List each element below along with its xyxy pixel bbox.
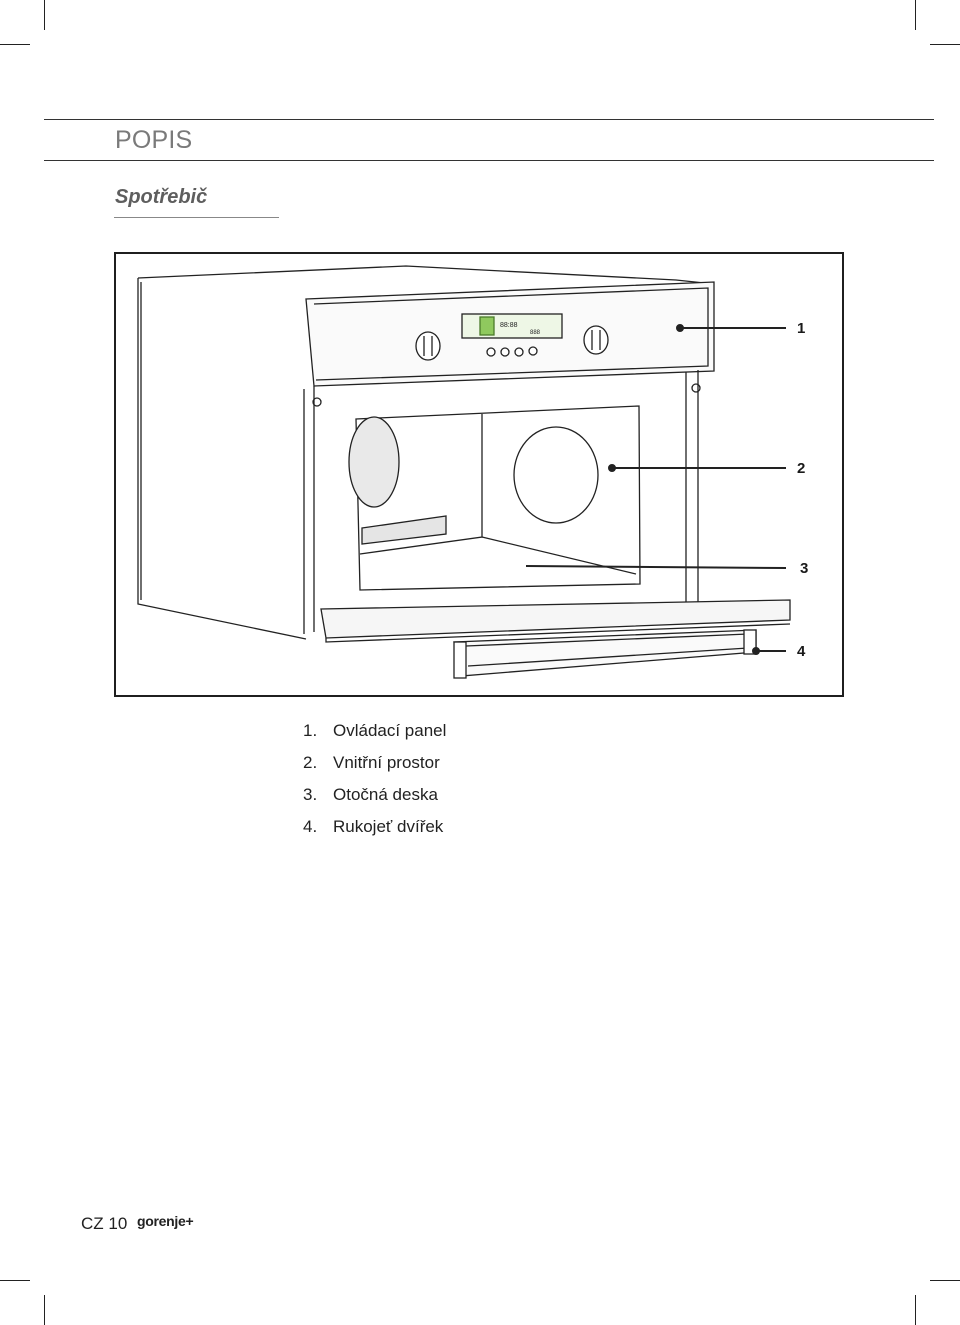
svg-text:88:88: 88:88 [500, 322, 518, 329]
crop-mark [44, 0, 45, 30]
crop-mark [0, 44, 30, 45]
crop-mark [44, 1295, 45, 1325]
subsection-underline [114, 217, 279, 218]
crop-mark [915, 0, 916, 30]
crop-mark [915, 1295, 916, 1325]
page-number: CZ 10 [81, 1214, 128, 1233]
subsection-title: Spotřebič [115, 186, 208, 208]
header-rule-bottom [44, 160, 934, 161]
svg-text:888: 888 [530, 330, 541, 336]
left-knob [415, 331, 441, 361]
crop-mark [930, 44, 960, 45]
crop-mark [0, 1280, 30, 1281]
oven-figure: 88:88 888 [114, 252, 844, 697]
oven-cavity [355, 405, 641, 591]
legend-number: 1. [303, 721, 318, 740]
crop-mark [930, 1280, 960, 1281]
legend-item: 3. Otočná deska [303, 784, 446, 816]
callout-3: 3 [800, 560, 809, 577]
display-window [461, 313, 563, 339]
legend-item: 2. Vnitřní prostor [303, 752, 446, 784]
fan-grille [348, 416, 400, 508]
legend-number: 2. [303, 753, 318, 772]
callout-2: 2 [797, 460, 806, 477]
door-handle [453, 629, 757, 677]
legend-number: 4. [303, 817, 318, 836]
section-title: POPIS [115, 126, 193, 154]
rear-circle [513, 426, 599, 524]
oven-illustration: 88:88 888 [137, 265, 791, 679]
right-knob [583, 325, 609, 355]
legend-label: Rukojeť dvířek [333, 817, 444, 836]
header-rule-top [44, 119, 934, 120]
legend-number: 3. [303, 785, 318, 804]
oven-door [320, 599, 791, 639]
legend-label: Ovládací panel [333, 721, 447, 740]
parts-legend: 1. Ovládací panel 2. Vnitřní prostor 3. Oto… [303, 720, 446, 848]
cabinet-side [137, 265, 715, 285]
legend-item: 1. Ovládací panel [303, 720, 446, 752]
legend-label: Vnitřní prostor [333, 753, 440, 772]
legend-item: 4. Rukojeť dvířek [303, 816, 446, 848]
callout-1: 1 [797, 320, 806, 337]
callout-4: 4 [797, 643, 806, 660]
brand-logo: gorenje+ [137, 1213, 194, 1229]
legend-label: Otočná deska [333, 785, 438, 804]
